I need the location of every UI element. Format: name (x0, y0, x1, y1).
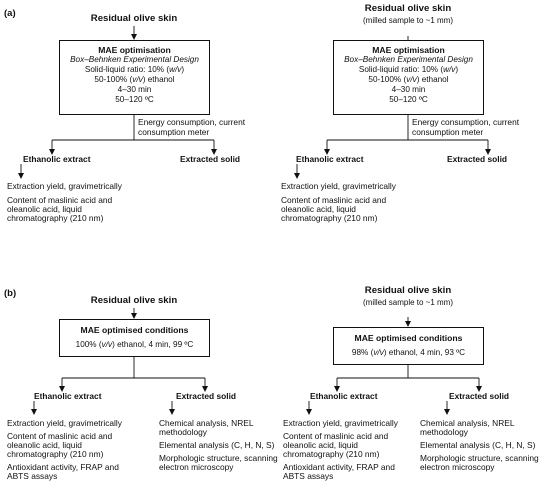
a-left-yield: Extraction yield, gravimetrically (7, 181, 122, 191)
panel-b-label: (b) (4, 288, 17, 299)
a-right-content-3: chromatography (210 nm) (281, 213, 378, 223)
a-right-subtitle: (milled sample to ~1 mm) (362, 16, 454, 25)
b-left-content-3: chromatography (210 nm) (7, 449, 104, 459)
b-right-extract: Ethanolic extract (310, 391, 378, 401)
panel-a-label: (a) (4, 8, 16, 19)
a-right-content-2: oleanolic acid, liquid (281, 204, 356, 214)
b-right-elemental: Elemental analysis (C, H, N, S) (420, 440, 536, 450)
b-left-content-1: Content of maslinic acid and (7, 431, 113, 441)
b-left-chem-2: methodology (159, 427, 207, 437)
a-right-box-line-4: 4–30 min (391, 85, 426, 94)
a-left-box-line-2: Solid-liquid ratio: 10% (w/v) (84, 65, 185, 74)
a-right-energy-1: Energy consumption, current (412, 117, 520, 127)
b-right-morph-1: Morphologic structure, scanning (420, 453, 539, 463)
a-right-title: Residual olive skin (364, 3, 452, 14)
b-left-elemental: Elemental analysis (C, H, N, S) (159, 440, 275, 450)
a-left-extract: Ethanolic extract (23, 154, 91, 164)
b-right-box-title: MAE optimised conditions (354, 333, 463, 343)
a-left-solid: Extracted solid (180, 154, 241, 164)
b-right-chem-2: methodology (420, 427, 468, 437)
a-left-box-line-5: 50–120 ºC (115, 95, 154, 104)
a-right-energy-2: consumption meter (412, 127, 484, 137)
b-right-content-3: chromatography (210 nm) (283, 449, 380, 459)
b-right-morph-2: electron microscopy (420, 462, 495, 472)
b-right-antiox-1: Antioxidant activity, FRAP and (283, 462, 395, 472)
a-left-title: Residual olive skin (90, 13, 178, 24)
b-left-title: Residual olive skin (90, 295, 178, 306)
b-left-mae-box: MAE optimised conditions 100% (v/v) etha… (59, 319, 210, 357)
a-right-extract: Ethanolic extract (296, 154, 364, 164)
a-left-box-line-1: Box–Behnken Experimental Design (70, 55, 199, 64)
a-left-content-1: Content of maslinic acid and (7, 195, 113, 205)
b-right-content-1: Content of maslinic acid and (283, 431, 389, 441)
a-right-box-line-1: Box–Behnken Experimental Design (344, 55, 473, 64)
a-right-box-line-3: 50-100% (v/v) ethanol (368, 75, 449, 84)
b-right-solid: Extracted solid (449, 391, 510, 401)
a-right-mae-box: MAE optimisation Box–Behnken Experimenta… (333, 40, 484, 115)
b-left-morph-2: electron microscopy (159, 462, 234, 472)
b-left-chem-1: Chemical analysis, NREL (159, 418, 254, 428)
b-left-antiox-2: ABTS assays (7, 471, 58, 481)
b-left-antiox-1: Antioxidant activity, FRAP and (7, 462, 119, 472)
a-left-box-title: MAE optimisation (98, 45, 171, 55)
a-left-box-line-4: 4–30 min (117, 85, 152, 94)
b-left-solid: Extracted solid (176, 391, 237, 401)
b-right-subtitle: (milled sample to ~1 mm) (362, 298, 454, 307)
a-right-box-line-2: Solid-liquid ratio: 10% (w/v) (358, 65, 459, 74)
b-left-extract: Ethanolic extract (34, 391, 102, 401)
a-left-content-3: chromatography (210 nm) (7, 213, 104, 223)
a-right-box-title: MAE optimisation (372, 45, 445, 55)
a-right-solid: Extracted solid (447, 154, 508, 164)
b-right-antiox-2: ABTS assays (283, 471, 334, 481)
b-left-box-title: MAE optimised conditions (80, 325, 189, 335)
b-right-content-2: oleanolic acid, liquid (283, 440, 358, 450)
a-left-energy-2: consumption meter (138, 127, 210, 137)
b-right-mae-box: MAE optimised conditions 98% (v/v) ethan… (333, 327, 484, 365)
a-left-box-line-3: 50-100% (v/v) ethanol (94, 75, 175, 84)
b-right-title: Residual olive skin (364, 285, 452, 296)
b-left-content-2: oleanolic acid, liquid (7, 440, 82, 450)
a-left-mae-box: MAE optimisation Box–Behnken Experimenta… (59, 40, 210, 115)
b-left-morph-1: Morphologic structure, scanning (159, 453, 278, 463)
a-right-box-line-5: 50–120 ºC (389, 95, 428, 104)
b-right-box-line: 98% (v/v) ethanol, 4 min, 93 ºC (351, 348, 466, 357)
a-left-content-2: oleanolic acid, liquid (7, 204, 82, 214)
b-right-chem-1: Chemical analysis, NREL (420, 418, 515, 428)
b-left-box-line: 100% (v/v) ethanol, 4 min, 99 ºC (75, 340, 194, 349)
b-right-yield: Extraction yield, gravimetrically (283, 418, 398, 428)
a-right-yield: Extraction yield, gravimetrically (281, 181, 396, 191)
b-left-yield: Extraction yield, gravimetrically (7, 418, 122, 428)
a-right-content-1: Content of maslinic acid and (281, 195, 387, 205)
a-left-energy-1: Energy consumption, current (138, 117, 246, 127)
